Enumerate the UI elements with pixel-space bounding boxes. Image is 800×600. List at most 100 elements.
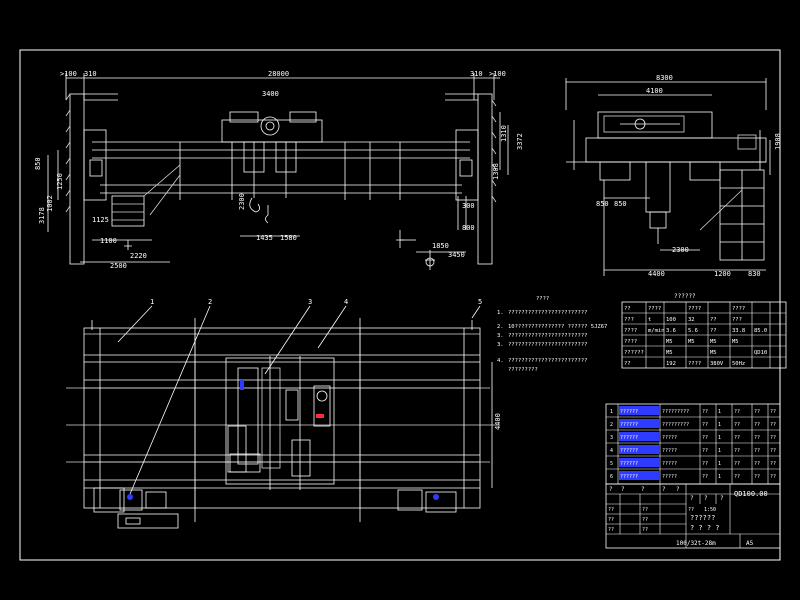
front-elevation-dimensions: >100 310 28000 310 >100 3400 850 1002 12… <box>34 70 524 270</box>
parts-cell: ?? <box>702 461 708 467</box>
dim-hook-a: 1435 <box>256 234 273 242</box>
dim-span: 28000 <box>268 70 289 78</box>
notes-title: ???? <box>536 296 549 302</box>
parts-cell: ?? <box>770 409 776 415</box>
dim-col-a: 1002 <box>46 195 54 212</box>
parts-cell: ?? <box>734 448 740 454</box>
parts-cell: 1 <box>718 409 721 415</box>
tb-header-0: ? <box>609 486 613 493</box>
spec-cell: 33.8 <box>732 328 745 334</box>
spec-cell: ???? <box>688 306 701 312</box>
parts-cell: 2 <box>610 422 613 428</box>
callout-3: 3 <box>308 298 312 306</box>
dim-plan-width: 4400 <box>494 413 502 430</box>
drawing-size: A5 <box>746 540 754 547</box>
dim-bottom-a: 1125 <box>92 216 109 224</box>
parts-cell: ????? <box>662 474 677 480</box>
parts-cell: ?? <box>770 435 776 441</box>
parts-cell: ????? <box>662 448 677 454</box>
parts-row-highlight <box>619 432 659 441</box>
parts-cell: ????? <box>662 461 677 467</box>
parts-cell: ?? <box>734 461 740 467</box>
spec-cell: 3.6 <box>666 328 676 334</box>
spec-cell: ???? <box>732 306 745 312</box>
dim-side-width-inner: 4100 <box>646 87 663 95</box>
plan-view <box>66 305 500 529</box>
tb-label-3: ?? <box>642 507 648 513</box>
dim-wheel-a: 1850 <box>432 242 449 250</box>
dim-side-b-left: 850 <box>596 200 609 208</box>
dim-trolley-gauge: 3400 <box>262 90 279 98</box>
side-elevation-view <box>565 78 771 276</box>
tb-header-1: ? <box>621 486 625 493</box>
tb-header-3: ? <box>662 486 666 493</box>
spec-cell: M5 <box>688 339 695 345</box>
plan-view-accents <box>127 380 439 500</box>
parts-cell: ?????? <box>620 409 638 415</box>
drawing-name: ?????? <box>690 514 715 522</box>
spec-table-title: ?????? <box>674 293 696 300</box>
dim-hook-c: 800 <box>462 224 475 232</box>
note-text-3: ???????????????????????? <box>508 333 587 339</box>
tb-label-5: ?? <box>642 527 648 533</box>
tb-label-4: ?? <box>642 517 648 523</box>
note-num-4: 3. <box>497 342 504 348</box>
parts-cell: ????? <box>662 435 677 441</box>
spec-cell: ?? <box>624 306 631 312</box>
parts-cell: 5 <box>610 461 613 467</box>
title-block: ? ? ? ? ? ? ? ? ?? 1:50 ?? ?? ?? ?? ?? ?… <box>605 483 781 549</box>
dim-height-right: 1310 <box>500 125 508 142</box>
dim-right-side: 1308 <box>492 163 500 180</box>
side-view-dimensions: 8300 4100 1908 850 850 2300 4400 1200 83… <box>596 74 782 278</box>
dim-side-bottom: 4400 <box>648 270 665 278</box>
spec-cell: ??? <box>732 317 742 323</box>
callout-2: 2 <box>208 298 212 306</box>
parts-row-highlight <box>619 445 659 454</box>
spec-cell: M5 <box>666 350 673 356</box>
spec-cell: ?? <box>710 317 717 323</box>
spec-cell: m/min <box>648 328 665 334</box>
spec-cell: 85.0 <box>754 328 767 334</box>
note-text-1: ???????????????????????? <box>508 310 587 316</box>
parts-cell: ?? <box>734 422 740 428</box>
dim-bottom-d: 2500 <box>110 262 127 270</box>
dim-height-left: 850 <box>34 157 42 170</box>
spec-cell: M5 <box>732 339 739 345</box>
parts-cell: ?? <box>734 474 740 480</box>
parts-cell: ?? <box>754 409 760 415</box>
parts-cell: ?? <box>770 422 776 428</box>
dim-side-right-h: 1908 <box>774 133 782 150</box>
parts-cell: 3 <box>610 435 613 441</box>
drawing-model: 100/32t-28m <box>676 540 716 547</box>
parts-cell: 6 <box>610 474 613 480</box>
parts-cell: ?? <box>702 474 708 480</box>
parts-cell: ?? <box>702 409 708 415</box>
parts-cell: 1 <box>610 409 613 415</box>
spec-cell: 380V <box>710 361 724 367</box>
parts-cell: ?? <box>754 474 760 480</box>
dim-col-b: 1250 <box>56 173 64 190</box>
dim-side-width: 8300 <box>656 74 673 82</box>
parts-row-highlight <box>619 471 659 480</box>
dim-side-center: 2300 <box>672 246 689 254</box>
note-num-1: 1. <box>497 310 504 316</box>
dim-right-offset: 310 <box>470 70 483 78</box>
spec-cell: M5 <box>666 339 673 345</box>
parts-cell: 4 <box>610 448 613 454</box>
parts-cell: ?????? <box>620 435 638 441</box>
parts-cell: ?? <box>754 422 760 428</box>
note-num-2: 2. <box>497 324 504 330</box>
dim-left-offset: >100 <box>60 70 77 78</box>
parts-cell: ?? <box>734 435 740 441</box>
parts-cell: ?? <box>754 448 760 454</box>
spec-cell: ???? <box>688 361 701 367</box>
tb-header-4: ? <box>676 486 680 493</box>
plan-view-callouts: 1 2 3 4 5 4400 <box>150 298 502 430</box>
drawing-number: QD100.00 <box>734 490 768 498</box>
spec-cell: 100 <box>666 317 676 323</box>
parts-cell: ????????? <box>662 409 689 415</box>
drawing-name-2: ? ? ? ? <box>690 524 720 532</box>
tb-label-1: ?? <box>608 517 614 523</box>
parts-row-highlight <box>619 458 659 467</box>
